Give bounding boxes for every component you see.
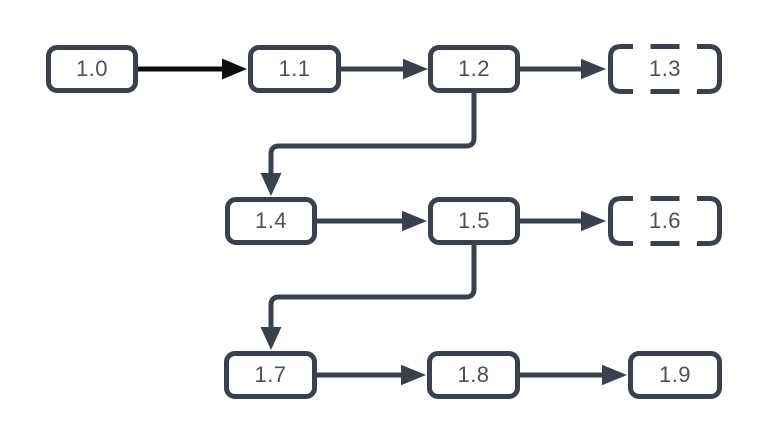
node-1.0-label: 1.0	[75, 56, 109, 81]
node-1.9[interactable]: 1.9	[628, 351, 722, 399]
node-1.8-label: 1.8	[457, 362, 490, 387]
node-1.0[interactable]: 1.0	[46, 45, 138, 93]
node-1.2-label: 1.2	[457, 56, 491, 81]
node-1.4-label: 1.4	[254, 208, 288, 233]
edge-1.1-1.2	[341, 58, 428, 80]
node-1.7[interactable]: 1.7	[224, 351, 317, 399]
dashed-border-icon	[608, 44, 722, 94]
node-1.4[interactable]: 1.4	[225, 197, 317, 245]
edge-1.4-1.5	[317, 210, 427, 232]
node-1.8[interactable]: 1.8	[427, 351, 520, 399]
node-1.1-label: 1.1	[278, 56, 311, 81]
node-1.6[interactable]: 1.6	[608, 196, 722, 246]
node-1.5-label: 1.5	[457, 208, 491, 233]
edge-1.2-1.3	[520, 58, 606, 80]
node-1.3[interactable]: 1.3	[608, 44, 722, 94]
edge-1.8-1.9	[520, 364, 627, 386]
edge-1.5-1.7	[260, 245, 477, 350]
dashed-border-icon	[608, 196, 722, 246]
edge-1.0-1.1	[138, 58, 247, 80]
edge-1.5-1.6	[520, 210, 606, 232]
edge-1.2-1.4	[260, 93, 477, 196]
node-1.9-label: 1.9	[658, 362, 692, 387]
node-1.3-label: 1.3	[648, 56, 682, 81]
node-1.1[interactable]: 1.1	[248, 45, 341, 93]
node-1.6-label: 1.6	[648, 208, 682, 233]
node-1.7-label: 1.7	[254, 362, 287, 387]
node-1.2[interactable]: 1.2	[428, 45, 520, 93]
edge-1.7-1.8	[317, 364, 426, 386]
node-1.5[interactable]: 1.5	[428, 197, 520, 245]
